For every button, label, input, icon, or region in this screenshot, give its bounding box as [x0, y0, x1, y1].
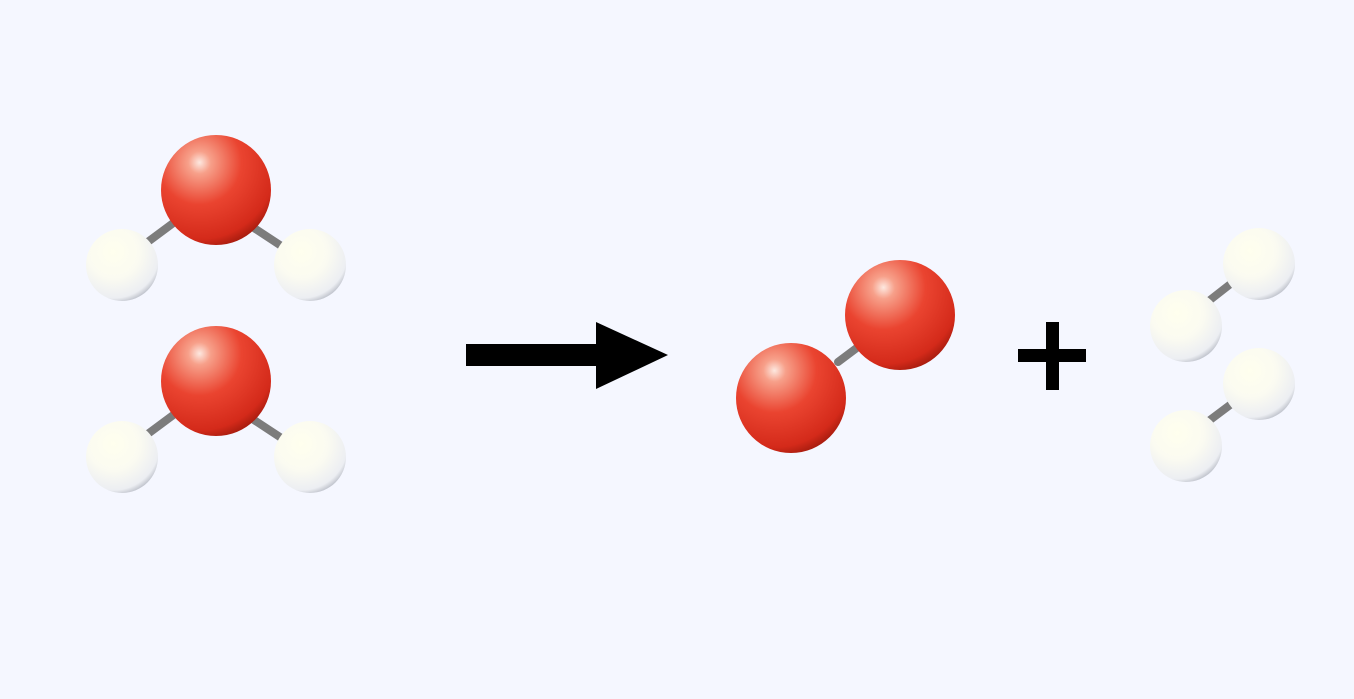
plus-icon: [1018, 322, 1086, 390]
oxygen-atom: [845, 260, 955, 370]
water-molecule-2: [86, 326, 346, 493]
water-molecule-1: [86, 135, 346, 301]
plus-vertical: [1046, 322, 1059, 390]
hydrogen-atom: [1150, 290, 1222, 362]
arrow-head: [596, 322, 668, 389]
hydrogen-atom: [1223, 348, 1295, 420]
reaction-arrow-icon: [466, 322, 668, 389]
hydrogen-atom: [274, 229, 346, 301]
oxygen-atom: [161, 326, 271, 436]
hydrogen-molecule-2: [1150, 348, 1295, 482]
hydrogen-atom: [1223, 228, 1295, 300]
oxygen-atom: [161, 135, 271, 245]
hydrogen-atom: [1150, 410, 1222, 482]
hydrogen-atom: [86, 229, 158, 301]
oxygen-molecule: [736, 260, 955, 453]
oxygen-atom: [736, 343, 846, 453]
hydrogen-atom: [86, 421, 158, 493]
arrow-shaft: [466, 344, 600, 366]
hydrogen-atom: [274, 421, 346, 493]
hydrogen-molecule-1: [1150, 228, 1295, 362]
